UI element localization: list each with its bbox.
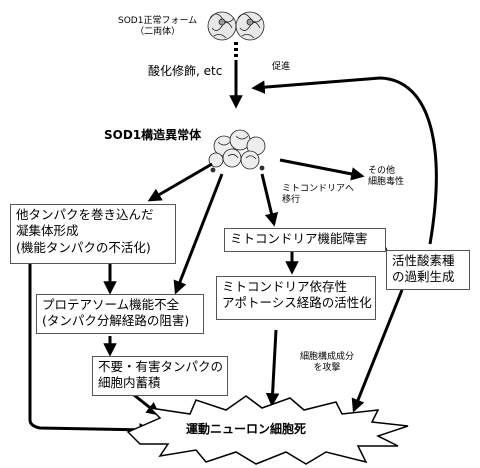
proteasome-box: プロテアソーム機能不全 (タンパク分解経路の阻害) bbox=[36, 294, 204, 334]
arrow-aggregate-to-death bbox=[28, 264, 153, 437]
apoptosis-box: ミトコンドリア依存性 アポトーシス経路の活性化 bbox=[216, 276, 376, 320]
arrow-to-aggregate bbox=[147, 162, 213, 202]
oxidation-label: 酸化修飾, etc bbox=[148, 64, 223, 78]
arrow-ros-promote bbox=[251, 76, 438, 245]
abnormal-label: SOD1構造異常体 bbox=[104, 128, 202, 142]
ros-box: 活性酸素種 の過剰生成 bbox=[386, 250, 470, 290]
other-toxicity-label: その他 細胞毒性 bbox=[368, 166, 405, 188]
arrow-to-other bbox=[279, 158, 365, 181]
arrow-to-mito bbox=[260, 173, 279, 227]
mito-transfer-label: ミトコンドリアへ 移行 bbox=[282, 184, 355, 206]
accumulation-box: 不要・有害タンパクの 細胞内蓄積 bbox=[92, 356, 228, 396]
arrow-ros-to-death bbox=[351, 289, 404, 413]
arrow-to-proteasome bbox=[173, 173, 224, 295]
cell-death-label: 運動ニューロン細胞死 bbox=[186, 422, 307, 436]
arrows bbox=[28, 60, 438, 437]
sod1-aggregate-illustration bbox=[208, 129, 266, 173]
attack-label: 細胞構成成分 を攻撃 bbox=[300, 352, 355, 374]
aggregate-box: 他タンパクを巻き込んだ 凝集体形成 (機能タンパクの不活化) bbox=[10, 204, 176, 264]
promote-label: 促進 bbox=[272, 62, 291, 72]
arrow-apoptosis-to-death bbox=[265, 329, 280, 407]
mito-dysfunction-box: ミトコンドリア機能障害 bbox=[224, 228, 386, 252]
cell-death-starburst bbox=[126, 395, 409, 465]
sod1-dimer-illustration bbox=[207, 11, 265, 41]
normal-form-label: SOD1正常フォーム （二両体） bbox=[118, 16, 198, 38]
